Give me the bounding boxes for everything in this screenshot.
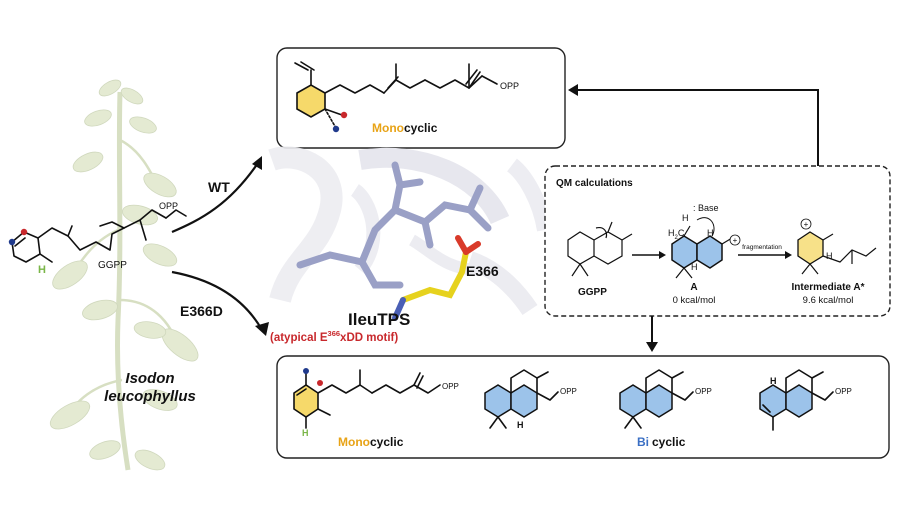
ggpp-h-label: H bbox=[38, 264, 46, 276]
cation-plus-a-star: + bbox=[804, 220, 809, 229]
intermediate-a-energy: 0 kcal/mol bbox=[673, 295, 716, 306]
qm-to-wt-arrowhead bbox=[568, 84, 578, 96]
plant-illustration bbox=[49, 79, 199, 471]
e366d-arrow bbox=[171, 270, 263, 331]
plant-name-line2: leucophyllus bbox=[104, 388, 196, 405]
intermediate-a-star-structure bbox=[797, 231, 877, 275]
qm-h-a-star: H bbox=[826, 251, 833, 261]
qm-h-right: H bbox=[707, 228, 714, 238]
qm-h2c-label: H2C bbox=[668, 228, 685, 241]
qm-arrowhead-2 bbox=[785, 251, 792, 259]
wt-arrow bbox=[171, 159, 261, 234]
qm-arrowhead-1 bbox=[659, 251, 666, 259]
e366-residue-label: E366 bbox=[466, 263, 499, 279]
mutant-h-bicyclic-1: H bbox=[517, 420, 524, 430]
qm-to-mutant-arrowhead bbox=[646, 342, 658, 352]
ligand-sticks bbox=[296, 161, 492, 289]
mutant-h-label: H bbox=[302, 428, 309, 438]
wt-monocyclic-structure bbox=[294, 61, 498, 129]
mutant-opp-3: OPP bbox=[695, 387, 712, 396]
ggpp-opp-label: OPP bbox=[159, 201, 178, 211]
plant-name-line1: Isodon bbox=[125, 370, 174, 387]
blue-atom-marker bbox=[303, 368, 309, 374]
mutant-bicyclic-structure-2 bbox=[619, 369, 694, 429]
blue-atom-marker bbox=[332, 125, 340, 133]
red-atom-marker bbox=[340, 111, 348, 119]
mutant-opp-2: OPP bbox=[560, 387, 577, 396]
cation-charge-a bbox=[729, 234, 741, 246]
wt-product-box bbox=[276, 47, 566, 149]
mutant-opp-1: OPP bbox=[442, 382, 459, 391]
qm-ggpp-structure bbox=[567, 221, 633, 277]
protein-structure bbox=[268, 146, 553, 316]
intermediate-a-star-label: Intermediate A* bbox=[792, 282, 865, 293]
mutant-monocyclic-structure bbox=[293, 369, 441, 429]
cation-charge-a-star bbox=[800, 218, 812, 230]
ggpp-name-label: GGPP bbox=[98, 260, 127, 271]
e366d-arrowhead bbox=[255, 322, 269, 336]
intermediate-a-structure bbox=[671, 217, 733, 279]
red-atom-marker bbox=[20, 228, 28, 236]
wt-product-mono: Mono bbox=[372, 121, 404, 135]
cation-plus-a: + bbox=[733, 236, 738, 245]
mutant-product-mono: Mono bbox=[338, 435, 370, 449]
e366-residue-sticks bbox=[392, 235, 481, 321]
wt-label: WT bbox=[208, 179, 230, 195]
mutant-bicyclic-structure-1 bbox=[484, 369, 559, 429]
fragmentation-label: fragmentation bbox=[742, 244, 782, 251]
mutant-product-cyclic: cyclic bbox=[370, 435, 404, 449]
mutant-product-bicyclic-rest: cyclic bbox=[652, 435, 686, 449]
wt-opp-label: OPP bbox=[500, 81, 519, 91]
mutant-product-bi: Bi bbox=[637, 435, 649, 449]
blue-atom-marker bbox=[8, 238, 16, 246]
qm-h-above: H bbox=[682, 213, 689, 223]
qm-h-bottom: H bbox=[691, 262, 698, 272]
intermediate-a-star-energy: 9.6 kcal/mol bbox=[803, 295, 854, 306]
mutant-h-bicyclic-3: H bbox=[770, 376, 777, 386]
qm-ggpp-label: GGPP bbox=[578, 287, 607, 298]
mutant-opp-4: OPP bbox=[835, 387, 852, 396]
red-atom-marker bbox=[317, 380, 323, 386]
wt-product-cyclic: cyclic bbox=[404, 121, 438, 135]
qm-to-wt-arrow bbox=[572, 89, 819, 186]
intermediate-a-label: A bbox=[690, 282, 697, 293]
qm-base-label: : Base bbox=[693, 203, 719, 213]
wt-arrowhead bbox=[252, 156, 262, 170]
ggpp-substrate-structure bbox=[11, 209, 187, 263]
enzyme-motif: (atypical E366xDD motif) bbox=[270, 329, 398, 344]
enzyme-name: IleuTPS bbox=[348, 310, 410, 329]
mutant-product-box bbox=[276, 355, 890, 459]
qm-title: QM calculations bbox=[556, 178, 633, 189]
mutant-bicyclic-structure-3 bbox=[759, 369, 834, 431]
e366d-label: E366D bbox=[180, 303, 223, 319]
